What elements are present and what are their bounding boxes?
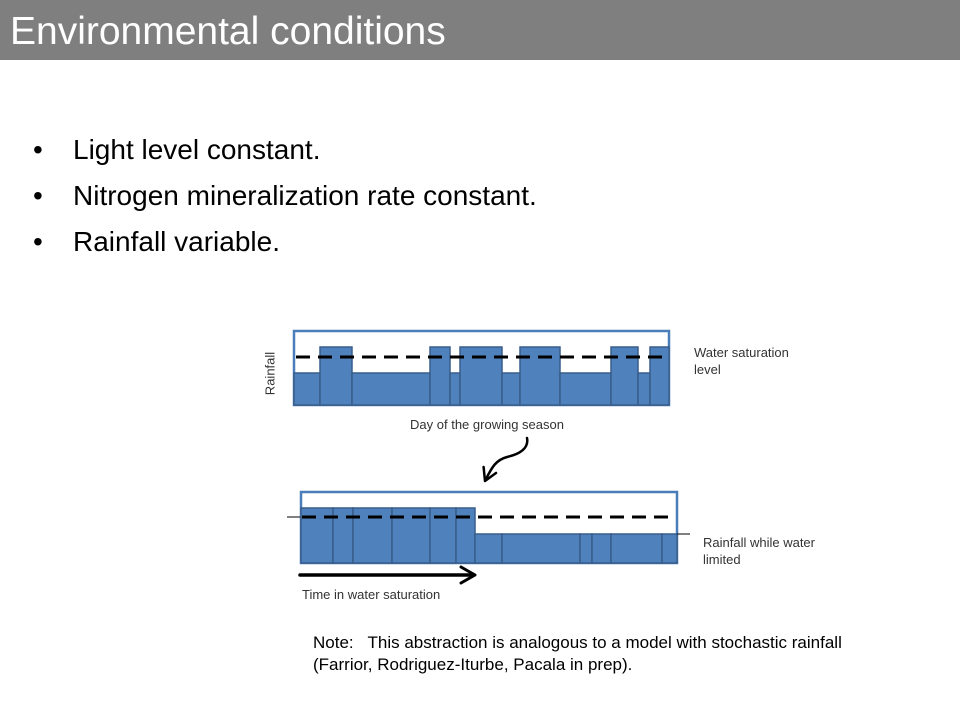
curved-arrow-head-icon bbox=[482, 465, 498, 483]
rainfall-bar-top-3 bbox=[351, 372, 431, 406]
bullet-item-light: Light level constant. bbox=[0, 127, 900, 173]
rainfall-bar-top-9 bbox=[559, 372, 612, 406]
rainfall-bar-bottom-11 bbox=[610, 533, 663, 564]
rainfall-bar-top-12 bbox=[649, 346, 670, 406]
bullet-item-rainfall: Rainfall variable. bbox=[0, 219, 900, 265]
time-arrow-head-icon bbox=[459, 565, 477, 585]
rainfall-bar-bottom-8 bbox=[501, 533, 581, 564]
bullet-item-nitrogen: Nitrogen mineralization rate constant. bbox=[0, 173, 900, 219]
curved-arrow bbox=[484, 436, 529, 481]
rainfall-bars-top bbox=[293, 346, 670, 406]
rainfall-panel-bottom bbox=[287, 490, 690, 565]
rainfall-bar-bottom-12 bbox=[661, 533, 678, 564]
water-limited-label: Rainfall while water limited bbox=[703, 535, 815, 567]
rainfall-bar-top-5 bbox=[449, 372, 461, 406]
rainfall-bar-bottom-10 bbox=[591, 533, 612, 564]
rainfall-bar-bottom-9 bbox=[579, 533, 593, 564]
rainfall-axis-label: Rainfall bbox=[262, 351, 278, 396]
bullet-list: Light level constant. Nitrogen mineraliz… bbox=[0, 127, 900, 265]
rainfall-bar-top-7 bbox=[501, 372, 521, 406]
time-in-saturation-label: Time in water saturation bbox=[302, 587, 441, 602]
title-bar: Environmental conditions bbox=[0, 0, 960, 60]
rainfall-bar-top-11 bbox=[637, 372, 651, 406]
footnote: Note: This abstraction is analogous to a… bbox=[313, 633, 847, 674]
rainfall-panel-top bbox=[292, 329, 671, 407]
slide-title: Environmental conditions bbox=[10, 10, 446, 53]
rainfall-bar-bottom-7 bbox=[474, 533, 503, 564]
growing-season-label: Day of the growing season bbox=[410, 417, 564, 432]
water-saturation-label: Water saturation level bbox=[694, 345, 789, 377]
rainfall-bar-top-1 bbox=[293, 372, 321, 406]
